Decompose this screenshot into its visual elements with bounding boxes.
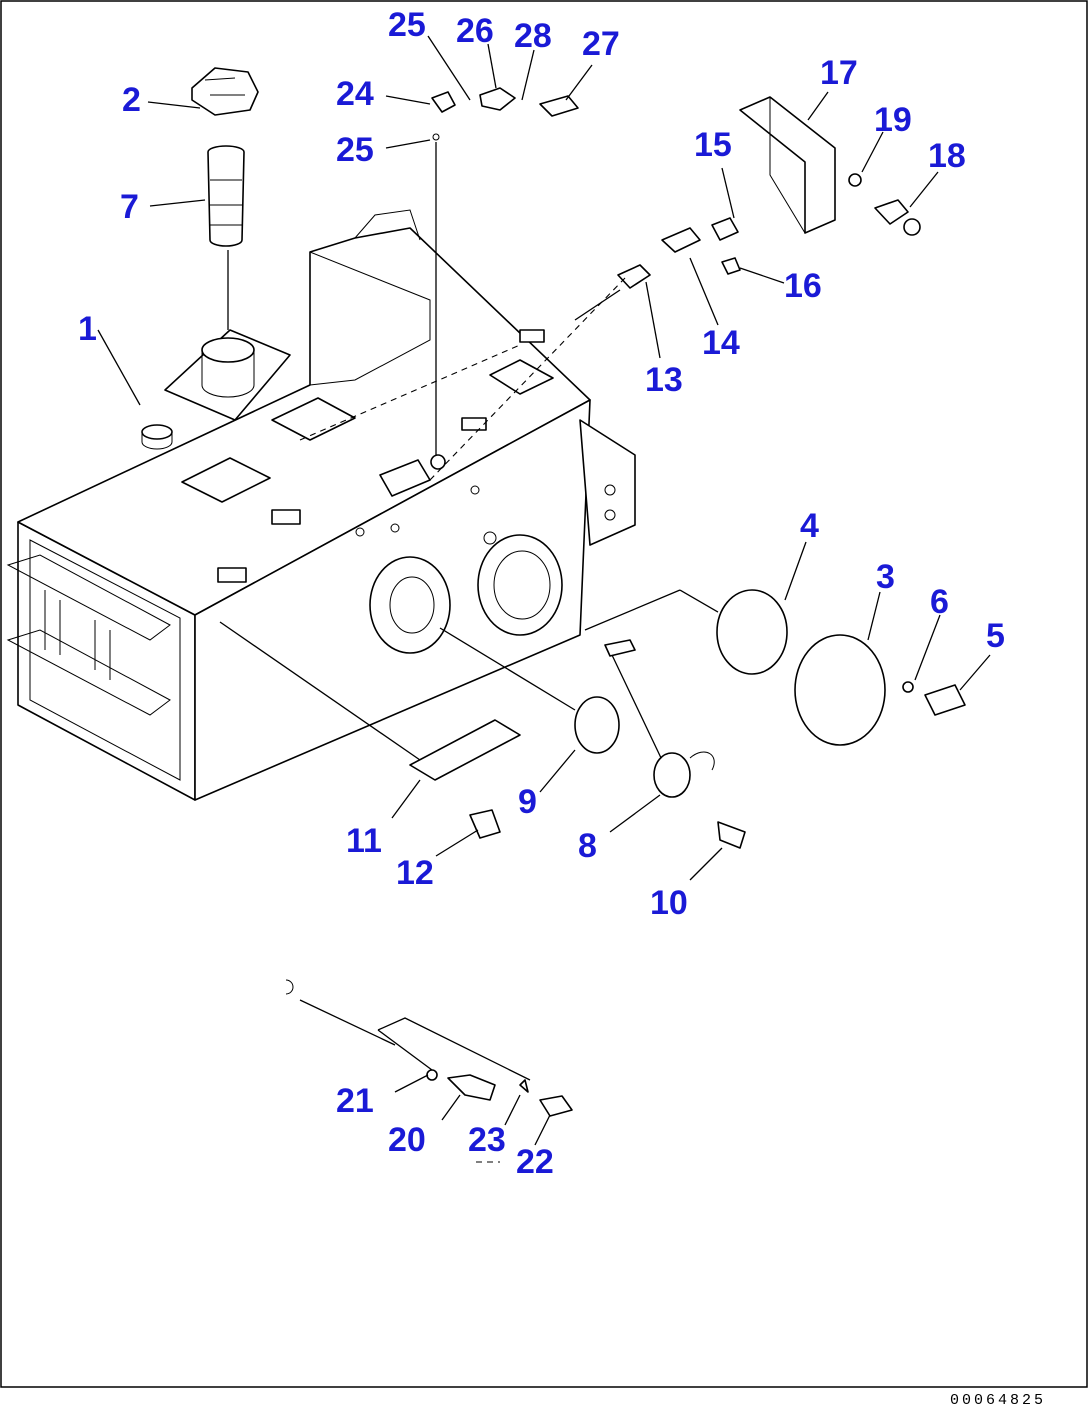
support-bracket: [409, 719, 521, 839]
inspection-cover: [716, 589, 966, 746]
callout-27: 27: [582, 25, 620, 63]
callout-25-top: 25: [388, 6, 426, 44]
callout-14: 14: [702, 324, 740, 362]
callout-labels: 1 2 3 4 5 6 7 8 9 10 11 12 13 14 15 16 1…: [78, 6, 1005, 1181]
callout-6: 6: [930, 583, 949, 621]
callout-25-lower: 25: [336, 131, 374, 169]
callout-20: 20: [388, 1121, 426, 1159]
callout-5: 5: [986, 617, 1005, 655]
level-gauge: [574, 639, 746, 849]
callout-12: 12: [396, 854, 434, 892]
strainer: [207, 145, 245, 247]
sender-fittings: [617, 217, 741, 289]
callout-9: 9: [518, 783, 537, 821]
guard-bracket: [739, 96, 921, 236]
callout-8: 8: [578, 827, 597, 865]
callout-13: 13: [645, 361, 683, 399]
callout-19: 19: [874, 101, 912, 139]
callout-17: 17: [820, 54, 858, 92]
fuel-tank: [6, 209, 636, 801]
callout-3: 3: [876, 558, 895, 596]
callout-26: 26: [456, 12, 494, 50]
filler-cap: [191, 67, 259, 116]
drain-fittings: [285, 979, 573, 1117]
callout-16: 16: [784, 267, 822, 305]
callout-21: 21: [336, 1082, 374, 1120]
callout-22: 22: [516, 1143, 554, 1181]
callout-4: 4: [800, 507, 819, 545]
leader-lines: [97, 35, 991, 1163]
callout-10: 10: [650, 884, 688, 922]
callout-23: 23: [468, 1121, 506, 1159]
callout-28: 28: [514, 17, 552, 55]
callout-2: 2: [122, 81, 141, 119]
callout-7: 7: [120, 188, 139, 226]
callout-11: 11: [346, 822, 382, 860]
callout-15: 15: [694, 126, 732, 164]
callout-1: 1: [78, 310, 97, 348]
callout-24: 24: [336, 75, 374, 113]
fittings-top: [431, 87, 579, 141]
drawing-id: 00064825: [950, 1392, 1046, 1409]
callout-18: 18: [928, 137, 966, 175]
